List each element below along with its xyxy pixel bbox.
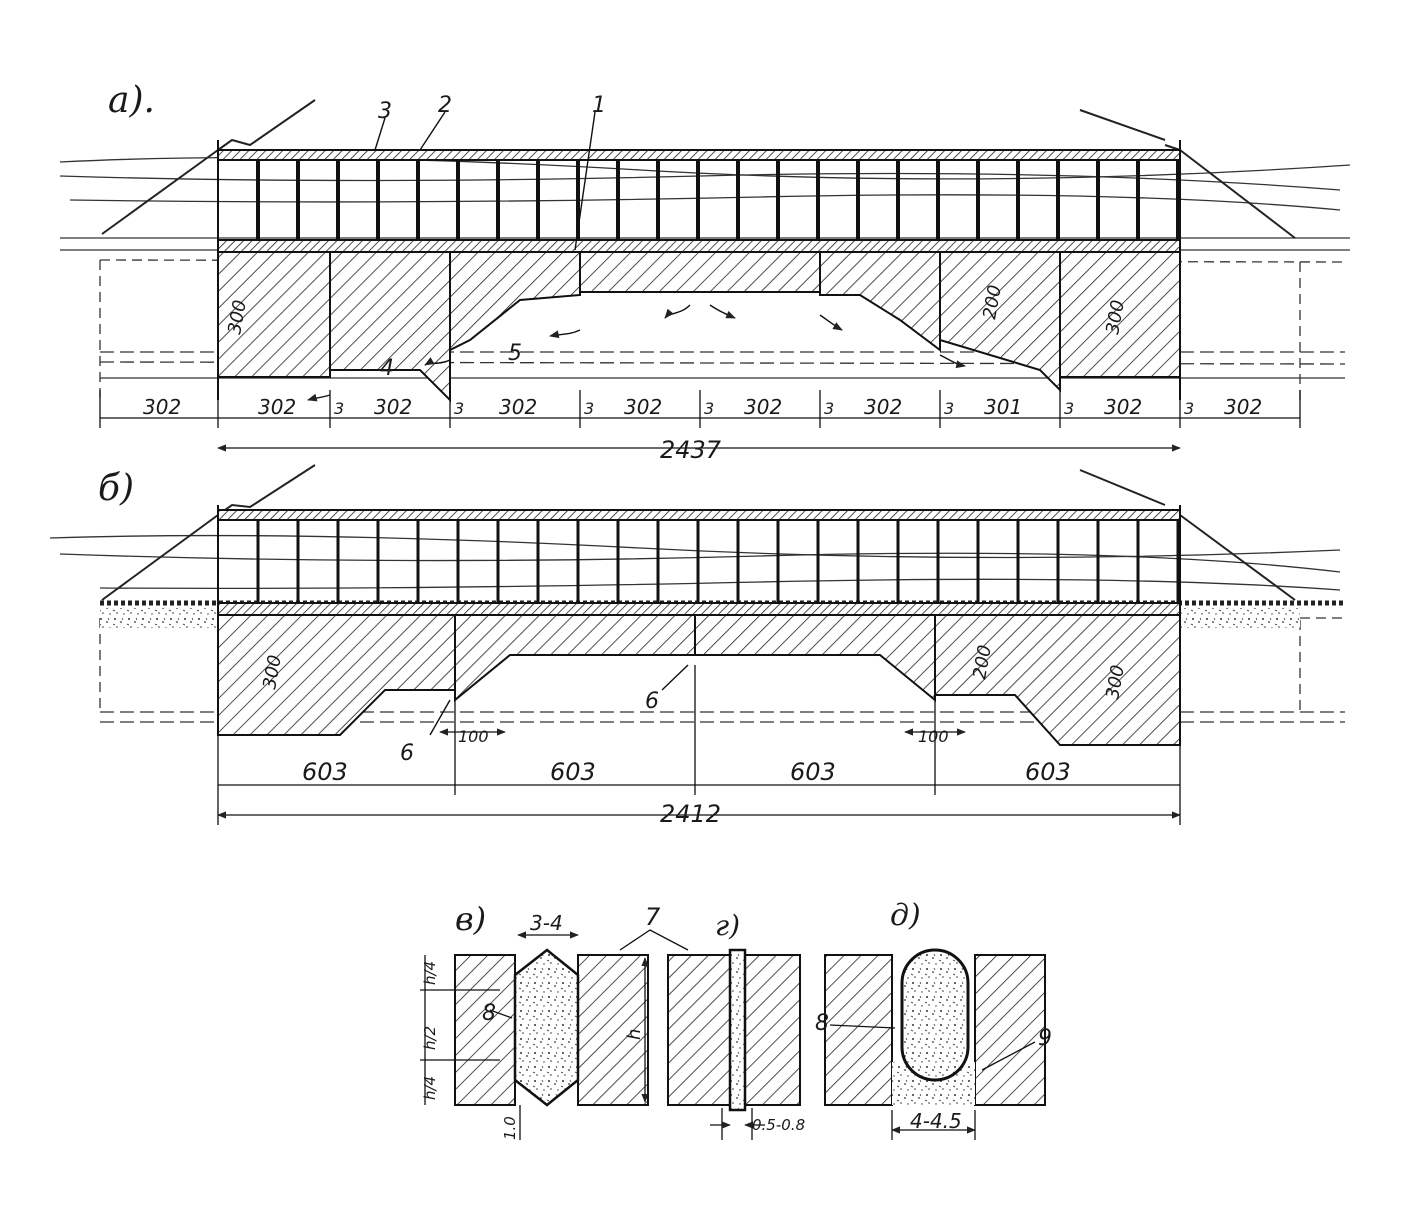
right-block-d bbox=[974, 954, 1046, 1106]
callout-7-v: 7 bbox=[645, 903, 661, 931]
span-dim-a: 302 bbox=[143, 395, 181, 419]
rubber-seal-v bbox=[513, 948, 580, 1107]
callouts-b bbox=[429, 664, 689, 736]
gap-dim-a: 3 bbox=[824, 399, 834, 418]
span-dim-a: 302 bbox=[1104, 395, 1142, 419]
thin-seal-g bbox=[728, 948, 747, 1112]
callout-8-d: 8 bbox=[815, 1011, 829, 1036]
gap-dim-a: 3 bbox=[454, 399, 464, 418]
detail-g-label: г) bbox=[715, 909, 740, 942]
right-abutment-a bbox=[1059, 251, 1181, 378]
small-dim-b-left: 100 bbox=[458, 727, 489, 746]
main-girders-a bbox=[256, 160, 1180, 240]
callout-3-a: 3 bbox=[378, 99, 392, 124]
substructure-a bbox=[217, 251, 1181, 403]
left-abutment-a bbox=[217, 251, 331, 378]
span-dim-b-3: 603 bbox=[790, 758, 836, 786]
callout-4-a: 4 bbox=[380, 356, 394, 381]
gap-dim-a: 3 bbox=[334, 399, 344, 418]
tube-seal-d bbox=[900, 948, 970, 1082]
span-dim-b-1: 603 bbox=[302, 758, 348, 786]
right-span-beam-b bbox=[694, 614, 936, 703]
figure-b-label: б) bbox=[98, 468, 134, 509]
left-block-v bbox=[454, 954, 516, 1106]
detail-v-label: в) bbox=[455, 900, 486, 938]
total-dim-b: 2412 bbox=[660, 800, 721, 828]
detail-v: в) 3-4 h h/4 h/2 h/4 8 7 1.0 bbox=[420, 900, 689, 1140]
callout-5-a: 5 bbox=[508, 341, 522, 366]
dims-d bbox=[829, 1024, 1036, 1140]
callout-2-a: 2 bbox=[438, 93, 452, 118]
pier-4-a bbox=[939, 251, 1061, 393]
callout-1-a: 1 bbox=[592, 93, 606, 118]
bottom-dim-v: 1.0 bbox=[501, 1116, 519, 1140]
callout-6-b-left: 6 bbox=[400, 741, 414, 766]
figure-a-label: а). bbox=[108, 80, 155, 121]
dims-v bbox=[420, 929, 689, 1140]
main-girders-b bbox=[256, 520, 1180, 603]
callout-9-d: 9 bbox=[1038, 1026, 1052, 1051]
detail-d-label: д) bbox=[890, 898, 921, 933]
gap-dim-a: 3 bbox=[1184, 399, 1194, 418]
gap-dim-a: 3 bbox=[704, 399, 714, 418]
left-block-d bbox=[824, 954, 893, 1106]
center-beam-a bbox=[579, 251, 821, 293]
gap-dim-a: 3 bbox=[1064, 399, 1074, 418]
span-dim-a: 302 bbox=[744, 395, 782, 419]
width-dim-v: 3-4 bbox=[530, 911, 563, 935]
side-dim-v-bot: h/4 bbox=[421, 1076, 439, 1100]
span-dims-a: 302 302 302 302 302 302 302 301 302 302 3 3 3 3 3 3 3 3 bbox=[99, 390, 1301, 428]
detail-g: г) 0.5-0.8 bbox=[667, 909, 805, 1140]
substructure-b bbox=[217, 614, 1181, 746]
span-dim-a: 302 bbox=[624, 395, 662, 419]
side-dim-v-mid: h/2 bbox=[421, 1026, 439, 1050]
pier-1-a bbox=[329, 251, 451, 403]
span-dim-a: 302 bbox=[258, 395, 296, 419]
width-dim-d: 4-4.5 bbox=[910, 1109, 962, 1133]
span-dim-a: 302 bbox=[1224, 395, 1262, 419]
callouts-a bbox=[374, 111, 596, 251]
small-dim-b-right: 100 bbox=[918, 727, 949, 746]
gap-dim-a: 3 bbox=[584, 399, 594, 418]
height-dim-v: h bbox=[624, 1029, 645, 1040]
dimension-row-b bbox=[217, 665, 1181, 825]
callout-8-v: 8 bbox=[482, 1001, 496, 1026]
span-dim-a: 301 bbox=[984, 395, 1022, 419]
right-block-g bbox=[744, 954, 801, 1106]
span-dim-b-2: 603 bbox=[550, 758, 596, 786]
left-pier-b bbox=[217, 614, 456, 736]
joint-marks-a bbox=[307, 304, 966, 402]
span-dim-a: 302 bbox=[499, 395, 537, 419]
left-block-g bbox=[667, 954, 731, 1106]
gap-dim-a: 3 bbox=[944, 399, 954, 418]
pier-3-a bbox=[819, 251, 941, 352]
figure-b: б) bbox=[49, 464, 1345, 828]
span-dim-a: 302 bbox=[864, 395, 902, 419]
side-dim-v-top: h/4 bbox=[421, 961, 439, 985]
dims-g bbox=[710, 1108, 765, 1140]
total-dim-a: 2437 bbox=[660, 436, 722, 464]
bottom-dim-g: 0.5-0.8 bbox=[752, 1116, 805, 1134]
callout-6-b-center: 6 bbox=[645, 689, 659, 714]
span-dim-b-4: 603 bbox=[1025, 758, 1071, 786]
right-pier-b bbox=[934, 614, 1181, 746]
detail-d: д) 4-4.5 8 9 bbox=[815, 898, 1052, 1140]
figure-a: а). bbox=[59, 80, 1351, 464]
span-dim-a: 302 bbox=[374, 395, 412, 419]
left-span-beam-b bbox=[454, 614, 696, 703]
